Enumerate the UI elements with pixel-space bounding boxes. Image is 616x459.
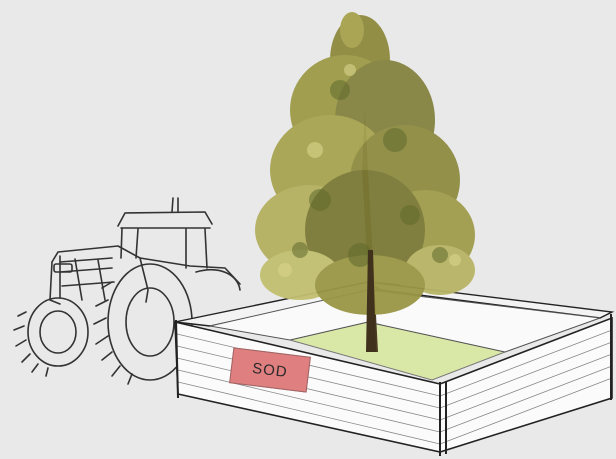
illustration-scene: SOD (0, 0, 616, 459)
scene-artwork (0, 0, 616, 459)
